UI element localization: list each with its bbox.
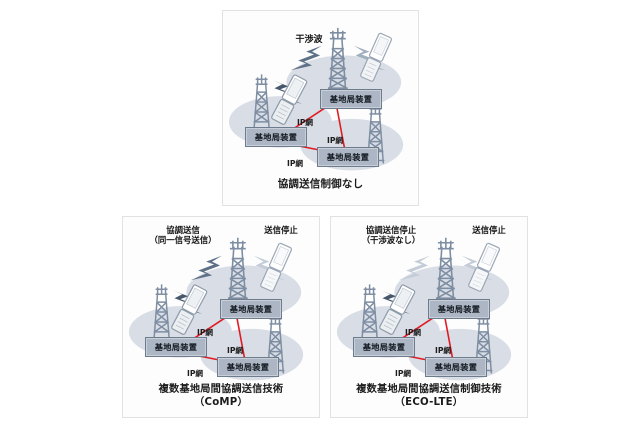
ip-network-label: IP網 <box>395 369 411 378</box>
radio-wave-icon <box>190 255 222 281</box>
coordinated-transmission-stop-label: 協調送信停止 （干渉波なし） <box>345 225 437 245</box>
panel-caption: 複数基地局間協調送信技術 （CoMP） <box>123 384 319 409</box>
mobile-phone-icon <box>468 242 501 292</box>
transmission-stop-label: 送信停止 <box>264 225 298 235</box>
transmission-stop-label: 送信停止 <box>472 225 506 235</box>
radio-wave-icon-muted <box>398 255 430 281</box>
coordinated-transmission-line2: （同一信号送信） <box>149 235 217 246</box>
panel-caption-main: 複数基地局間協調送信制御技術 <box>356 384 502 396</box>
panel-caption-main: 協調送信制御なし <box>277 178 364 191</box>
panel-caption: 複数基地局間協調送信制御技術 （ECO-LTE） <box>331 384 527 409</box>
ip-network-label: IP網 <box>227 346 243 355</box>
ip-network-label: IP網 <box>197 328 213 337</box>
panel-caption-main: 複数基地局間協調送信技術 <box>158 384 284 396</box>
panel-no-coordination: 基地局装置 基地局装置 基地局装置 干渉波 IP網 IP網 IP網 協調送信制御… <box>222 10 419 206</box>
interference-wave-label: 干渉波 <box>295 35 323 45</box>
base-station-box: 基地局装置 <box>217 357 279 377</box>
mobile-phone-icon <box>171 284 208 335</box>
ip-network-label: IP網 <box>187 369 203 378</box>
base-station-box: 基地局装置 <box>428 299 490 319</box>
panel-comp: 基地局装置 基地局装置 基地局装置 協調送信 （同一信号送信） 送信停止 IP網… <box>122 216 320 418</box>
ip-network-label: IP網 <box>405 328 421 337</box>
coordinated-transmission-line1: 協調送信 <box>166 225 200 235</box>
ip-network-label: IP網 <box>297 118 313 127</box>
coordinated-stop-line2: （干渉波なし） <box>361 235 421 246</box>
panel-caption: 協調送信制御なし <box>223 178 418 191</box>
tower-icon <box>435 237 456 303</box>
base-station-box: 基地局装置 <box>245 127 307 147</box>
mobile-phone-icon <box>360 32 393 82</box>
tower-icon <box>227 237 248 303</box>
radio-wave-icon <box>290 45 322 71</box>
base-station-box: 基地局装置 <box>353 337 415 357</box>
panel-caption-sub: （ECO-LTE） <box>394 396 464 408</box>
ip-network-label: IP網 <box>435 346 451 355</box>
tower-icon <box>327 27 348 93</box>
base-station-box: 基地局装置 <box>320 89 382 109</box>
panel-caption-sub: （CoMP） <box>194 396 248 408</box>
base-station-box: 基地局装置 <box>317 147 379 167</box>
ip-network-label: IP網 <box>287 159 303 168</box>
mobile-phone-icon <box>271 74 308 125</box>
coordinated-transmission-label: 協調送信 （同一信号送信） <box>141 225 225 245</box>
base-station-box: 基地局装置 <box>425 357 487 377</box>
tower-icon <box>360 284 379 344</box>
tower-icon <box>152 284 171 344</box>
tower-icon <box>366 104 385 164</box>
mobile-phone-icon <box>379 284 416 335</box>
base-station-box: 基地局装置 <box>220 299 282 319</box>
mobile-phone-icon <box>260 242 293 292</box>
coordinated-stop-line1: 協調送信停止 <box>365 225 417 235</box>
base-station-box: 基地局装置 <box>145 337 207 357</box>
tower-icon <box>252 74 271 134</box>
ip-network-label: IP網 <box>327 136 343 145</box>
panel-eco-lte: 基地局装置 基地局装置 基地局装置 協調送信停止 （干渉波なし） 送信停止 IP… <box>330 216 528 418</box>
